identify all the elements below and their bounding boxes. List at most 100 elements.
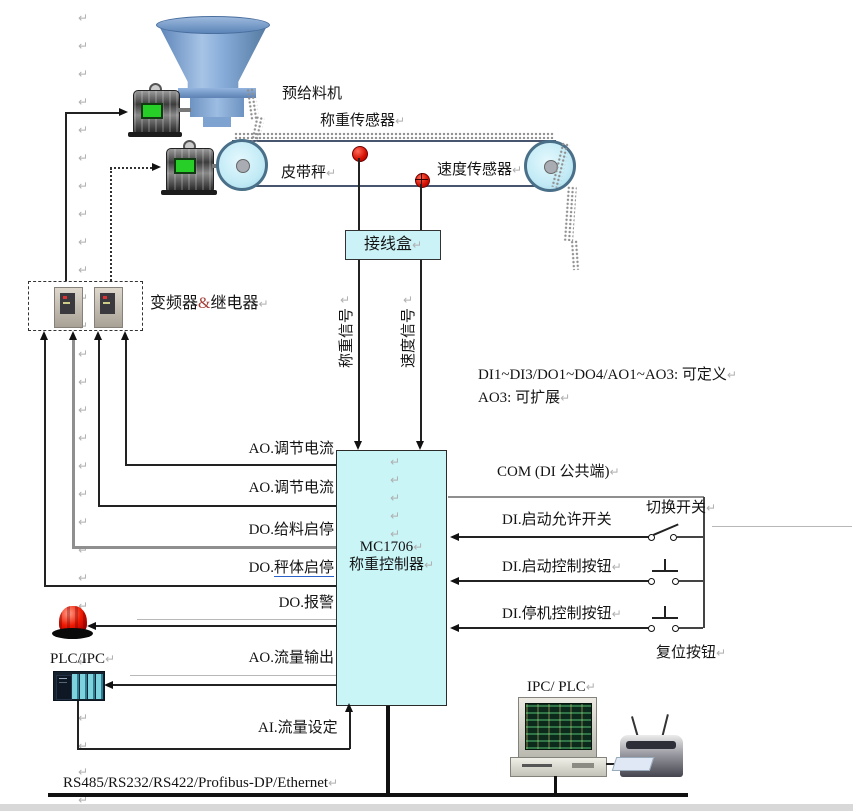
io-label-ao1: AO.调节电流 bbox=[248, 441, 334, 457]
arrow-left-icon bbox=[104, 680, 113, 689]
di-enable-label: DI.启动允许开关 bbox=[502, 512, 612, 528]
return-mark-icon: ↵ bbox=[706, 501, 717, 515]
return-mark-icon: ↵ bbox=[78, 487, 89, 501]
return-mark-icon: ↵ bbox=[390, 455, 401, 469]
switch-rail-link bbox=[677, 536, 703, 538]
bus-label: RS485/RS232/RS422/Profibus-DP/Ethernet↵ bbox=[63, 775, 339, 791]
alarm-lamp-base bbox=[52, 628, 93, 639]
return-mark-icon: ↵ bbox=[326, 166, 337, 180]
common-rail bbox=[703, 497, 705, 628]
junction-box: 接线盒↵ bbox=[345, 230, 441, 260]
io-note-line2: AO3: 可扩展↵ bbox=[478, 390, 571, 406]
io-label-do-alarm: DO.报警 bbox=[278, 595, 334, 611]
speed-sensor-label: 速度传感器↵ bbox=[437, 162, 523, 178]
return-mark-icon: ↵ bbox=[390, 509, 401, 523]
ai-loop-right-v bbox=[349, 711, 351, 749]
return-mark-icon: ↵ bbox=[78, 319, 89, 333]
return-mark-icon: ↵ bbox=[78, 263, 89, 277]
motor1-wire-v bbox=[65, 112, 67, 281]
return-mark-icon: ↵ bbox=[78, 151, 89, 165]
arrow-up-icon bbox=[69, 331, 77, 340]
falling-material-icon bbox=[569, 239, 581, 271]
return-mark-icon: ↵ bbox=[78, 739, 89, 753]
arrow-left-icon bbox=[450, 623, 459, 632]
io-note-line1: DI1~DI3/DO1~DO4/AO1~AO3: 可定义↵ bbox=[478, 367, 737, 383]
controller-title: MC1706↵ 称重控制器↵ bbox=[348, 539, 435, 573]
ao2-wire-v bbox=[98, 337, 100, 506]
sensor-cross bbox=[421, 173, 422, 186]
falling-material-icon bbox=[563, 185, 577, 242]
return-mark-icon: ↵ bbox=[395, 114, 406, 128]
di-start-label: DI.启动控制按钮↵ bbox=[502, 559, 622, 575]
pushbutton-bar-icon bbox=[652, 570, 678, 572]
return-mark-icon: ↵ bbox=[78, 67, 89, 81]
flow-out-wire bbox=[111, 684, 336, 686]
fieldbus-line bbox=[48, 793, 688, 797]
return-mark-icon: ↵ bbox=[411, 238, 423, 252]
pushbutton-stem-icon bbox=[664, 606, 666, 617]
return-mark-icon: ↵ bbox=[105, 652, 116, 666]
arrow-right-icon bbox=[119, 108, 128, 116]
button-rail-link bbox=[679, 627, 703, 629]
io-label-ai-setpoint: AI.流量设定 bbox=[258, 720, 338, 736]
arrow-left-icon bbox=[87, 621, 96, 630]
return-mark-icon: ↵ bbox=[78, 543, 89, 557]
weight-signal-label: 称重信号 bbox=[339, 308, 355, 369]
plc-module-icon bbox=[53, 671, 105, 701]
arrow-up-icon bbox=[121, 331, 129, 340]
speed-sensor-dot-icon bbox=[415, 173, 430, 188]
bus-drop-controller bbox=[386, 706, 390, 796]
pulley-hub-icon bbox=[236, 159, 250, 173]
return-mark-icon: ↵ bbox=[726, 368, 737, 382]
material-on-belt-icon bbox=[234, 132, 554, 139]
alarm-wire bbox=[94, 625, 336, 627]
drive-box-outline bbox=[28, 281, 143, 331]
arrow-down-icon bbox=[416, 441, 424, 450]
reset-button-label: 复位按钮↵ bbox=[656, 645, 727, 661]
return-mark-icon: ↵ bbox=[78, 123, 89, 137]
contact-circle-icon bbox=[670, 533, 677, 541]
plc-ipc-label: PLC/IPC↵ bbox=[50, 651, 116, 667]
do-scale-wire-h bbox=[44, 585, 336, 587]
pushbutton-bar-icon bbox=[652, 617, 678, 619]
return-mark-icon: ↵ bbox=[78, 431, 89, 445]
belt-bottom-line bbox=[232, 185, 556, 187]
return-mark-icon: ↵ bbox=[78, 207, 89, 221]
flow-frame-line bbox=[130, 675, 336, 676]
return-mark-icon: ↵ bbox=[340, 293, 351, 307]
weight-sensor-label: 称重传感器↵ bbox=[320, 113, 406, 129]
com-wire bbox=[448, 496, 704, 498]
motor2-wire-v bbox=[110, 168, 112, 281]
return-mark-icon: ↵ bbox=[78, 179, 89, 193]
weight-sensor-dot-icon bbox=[352, 146, 368, 162]
di-stop-wire bbox=[459, 627, 649, 629]
ipc-plc-label: IPC/ PLC↵ bbox=[527, 679, 596, 695]
arrow-right-icon bbox=[152, 163, 161, 171]
computer-bus-drop bbox=[554, 776, 557, 794]
return-mark-icon: ↵ bbox=[78, 765, 89, 779]
ao1-wire-v bbox=[125, 337, 127, 465]
return-mark-icon: ↵ bbox=[512, 163, 523, 177]
contact-circle-icon bbox=[672, 624, 679, 632]
return-mark-icon: ↵ bbox=[78, 11, 89, 25]
button-rail-link bbox=[679, 580, 703, 582]
arrow-left-icon bbox=[450, 532, 459, 541]
speed-signal-line bbox=[420, 184, 422, 444]
return-mark-icon: ↵ bbox=[78, 459, 89, 473]
return-mark-icon: ↵ bbox=[78, 655, 89, 669]
return-mark-icon: ↵ bbox=[78, 793, 89, 807]
motor1-wire-h bbox=[65, 112, 120, 114]
com-label: COM (DI 公共端)↵ bbox=[497, 464, 620, 480]
switch-frame-line bbox=[712, 526, 852, 527]
return-mark-icon: ↵ bbox=[78, 711, 89, 725]
weight-signal-line bbox=[358, 158, 360, 444]
arrow-up-icon bbox=[345, 703, 353, 712]
return-mark-icon: ↵ bbox=[78, 235, 89, 249]
drive-box-label: 变频器&继电器↵ bbox=[150, 295, 269, 312]
controller-box bbox=[336, 450, 447, 706]
return-mark-icon: ↵ bbox=[78, 571, 89, 585]
return-mark-icon: ↵ bbox=[78, 375, 89, 389]
prefeeder-label: 预给料机 bbox=[282, 86, 343, 102]
page-edge bbox=[0, 804, 853, 811]
arrow-left-icon bbox=[450, 576, 459, 585]
